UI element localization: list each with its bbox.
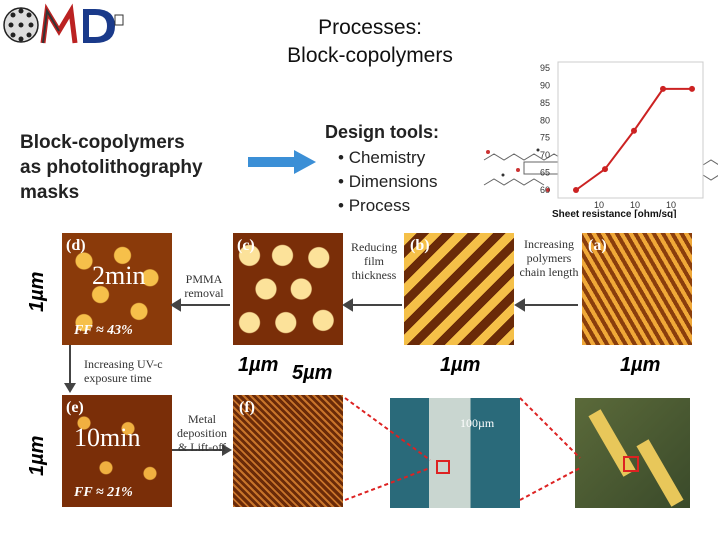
y-tick-label: 65 bbox=[540, 168, 550, 178]
caption-line-3: masks bbox=[20, 182, 80, 203]
note-reducing-thickness: Reducing film thickness bbox=[351, 240, 397, 282]
exposure-time-e: 10min bbox=[74, 423, 141, 452]
right-arrow-icon bbox=[248, 150, 316, 174]
fill-factor-e: FF ≈ 21% bbox=[74, 485, 133, 500]
fill-factor-d: FF ≈ 43% bbox=[74, 323, 133, 338]
data-point bbox=[573, 187, 579, 193]
x-tick-2: 10 bbox=[630, 200, 640, 210]
panel-label-f: (f) bbox=[239, 399, 255, 416]
micrograph-scale: 100µm bbox=[460, 416, 495, 430]
block-copolymer-caption: Block-copolymers as photolithography mas… bbox=[20, 130, 203, 205]
data-point bbox=[631, 127, 637, 134]
afm-panel-e: (e) 10min FF ≈ 21% bbox=[62, 395, 172, 507]
y-tick-label: 90 bbox=[540, 80, 550, 90]
afm-panel-a: (a) bbox=[582, 233, 692, 345]
design-tools-heading: Design tools: bbox=[325, 122, 440, 142]
scale-b: 1µm bbox=[440, 354, 481, 376]
scale-vertical-d: 1µm bbox=[26, 271, 48, 312]
y-tick-label: 70 bbox=[540, 150, 550, 160]
electrode-2 bbox=[636, 439, 684, 507]
design-tools-list: Chemistry Dimensions Process bbox=[338, 146, 438, 218]
highlight-box bbox=[436, 460, 450, 474]
y-tick-label: 80 bbox=[540, 115, 550, 125]
y-tick-label: 75 bbox=[540, 133, 550, 143]
omd-logo bbox=[3, 3, 124, 44]
design-tool-item: Process bbox=[338, 194, 438, 218]
down-arrow-icon bbox=[64, 345, 76, 393]
x-tick-1: 10 bbox=[594, 200, 604, 210]
panel-label-b: (b) bbox=[410, 237, 430, 254]
y-tick-label: 60 bbox=[540, 185, 550, 195]
scale-c: 1µm bbox=[238, 354, 279, 376]
caption-line-1: Block-copolymers bbox=[20, 132, 185, 153]
chart-xlabel: Sheet resistance [ohm/sq] bbox=[552, 209, 676, 218]
slide-title: Processes: Block-copolymers bbox=[230, 14, 510, 70]
y-tick-label: 95 bbox=[540, 63, 550, 73]
afm-panel-f: (f) bbox=[233, 395, 343, 507]
panel-label-d: (d) bbox=[66, 237, 86, 254]
process-arrows bbox=[170, 298, 578, 312]
afm-panel-d: (d) 2min FF ≈ 43% bbox=[62, 233, 172, 345]
scale-vertical-e: 1µm bbox=[26, 435, 48, 476]
note-pmma-removal: PMMA removal bbox=[184, 272, 224, 300]
afm-panel-c: (c) bbox=[233, 233, 343, 345]
note-chain-length: Increasing polymers chain length bbox=[519, 237, 579, 279]
sheet-resistance-chart: 60 65 70 75 80 85 90 95 10 10 10 Sheet resistan… bbox=[540, 61, 704, 218]
optical-micrograph: 100µm bbox=[390, 398, 520, 508]
data-point bbox=[660, 85, 666, 92]
panel-label-a: (a) bbox=[588, 237, 607, 254]
design-tool-item: Dimensions bbox=[338, 170, 438, 194]
plot-area bbox=[557, 61, 704, 199]
scale-a: 1µm bbox=[620, 354, 661, 376]
right-arrow-small-icon bbox=[172, 444, 232, 456]
design-tool-item: Chemistry bbox=[338, 146, 438, 170]
device-photo bbox=[575, 398, 690, 508]
scale-f: 5µm bbox=[292, 362, 333, 384]
y-tick-label: 85 bbox=[540, 98, 550, 108]
highlight-box bbox=[623, 456, 639, 472]
exposure-time-d: 2min bbox=[92, 261, 146, 290]
panel-label-e: (e) bbox=[66, 399, 84, 416]
note-metal-liftoff: Metal deposition & Lift-off bbox=[177, 412, 227, 454]
caption-line-2: as photolithography bbox=[20, 157, 203, 178]
title-line-1: Processes: bbox=[318, 16, 422, 39]
title-line-2: Block-copolymers bbox=[287, 44, 453, 67]
data-point bbox=[689, 85, 695, 92]
callout-lines bbox=[344, 397, 581, 501]
data-point bbox=[602, 166, 608, 173]
panel-label-c: (c) bbox=[237, 237, 255, 254]
note-uv-exposure: Increasing UV-c exposure time bbox=[84, 357, 163, 385]
afm-panel-b: (b) bbox=[404, 233, 514, 345]
x-tick-3: 10 bbox=[666, 200, 676, 210]
